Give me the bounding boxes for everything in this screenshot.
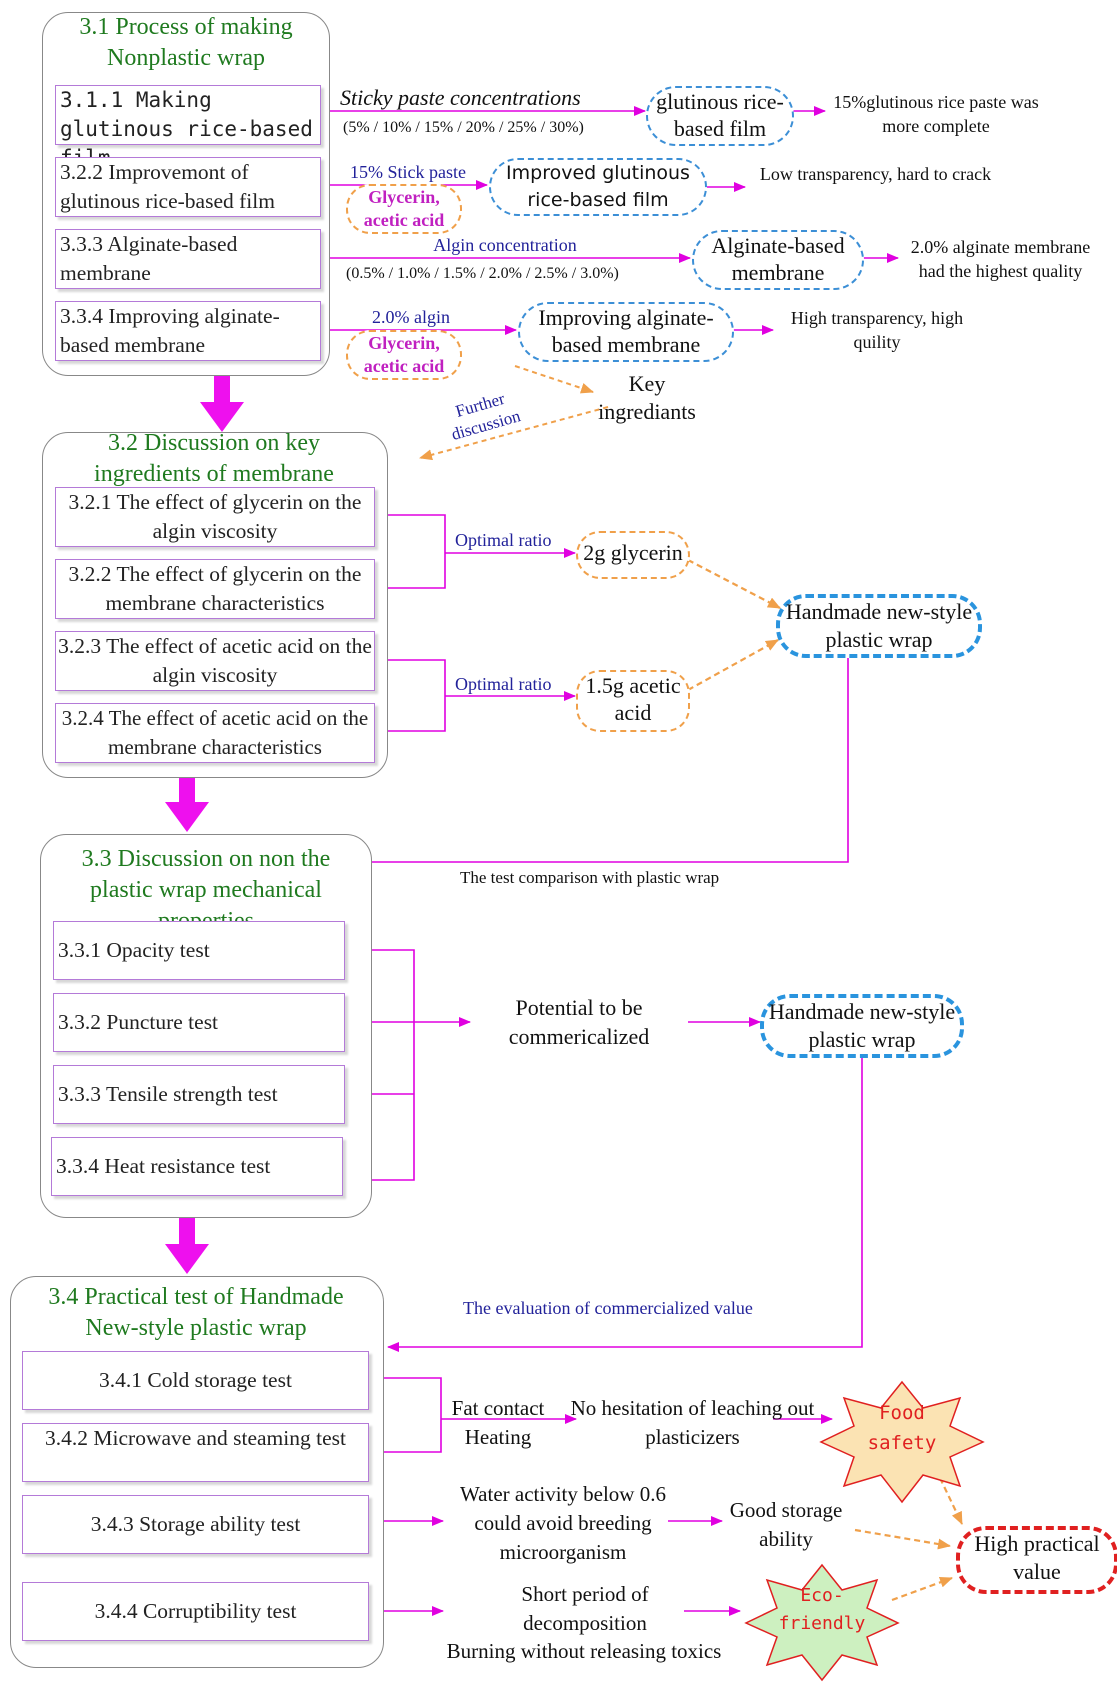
flow2-brackets	[346, 514, 849, 867]
potential-text: Potential to be commericalized	[508, 995, 650, 1049]
section-3-2-title: 3.2 Discussion on key ingredients of mem…	[94, 430, 334, 487]
handmade-wrap-node-2: Handmade new-style plastic wrap	[760, 994, 964, 1058]
row3-result: 2.0% alginate membrane had the highest q…	[910, 237, 1091, 281]
section-3-1-title: 3.1 Process of making Nonplastic wrap	[79, 14, 293, 71]
subsection-3-3-2: 3.3.2 Puncture test	[53, 993, 345, 1052]
food-safety-label: Food safety	[867, 1402, 937, 1454]
key-ingredients: Key ingrediants	[598, 371, 696, 424]
eco-friendly-star	[744, 1563, 900, 1682]
subsection-3-3-4b: 3.3.4 Heat resistance test	[51, 1137, 343, 1196]
sticky-paste-range: (5% / 10% / 15% / 20% / 25% / 30%)	[343, 119, 584, 136]
high-value-node: High practical value	[956, 1526, 1117, 1594]
flow4-arrows	[368, 1377, 833, 1616]
algin-concentration-label: Algin concentration	[433, 235, 577, 255]
subsection-3-2-4: 3.2.4 The effect of acetic acid on the m…	[55, 703, 375, 763]
improved-glutinous-node: Improved glutinous rice-based film	[489, 158, 707, 216]
subsection-3-3-3b: 3.3.3 Tensile strength test	[53, 1065, 345, 1124]
good-storage-text: Good storage ability	[729, 1498, 843, 1551]
subsection-3-3-4: 3.3.4 Improving alginate-based membrane	[55, 301, 321, 361]
short-period-text: Short period of decomposition	[521, 1582, 649, 1635]
glutinous-film-node: glutinous rice-based film	[646, 86, 794, 146]
subsection-3-2-1: 3.2.1 The effect of glycerin on the algi…	[55, 487, 375, 547]
section-arrow-2	[165, 776, 209, 832]
additive-1: Glycerin, acetic acid	[346, 184, 462, 234]
flow1-orange-arrows	[419, 365, 609, 461]
comparison-label: The test comparison with plastic wrap	[460, 868, 720, 887]
heating-text: Heating	[464, 1425, 532, 1449]
subsection-3-4-1: 3.4.1 Cold storage test	[22, 1351, 369, 1410]
optimal-ratio-1: Optimal ratio	[455, 530, 552, 550]
additive-2: Glycerin, acetic acid	[346, 330, 462, 380]
subsection-3-3-1: 3.3.1 Opacity test	[53, 921, 345, 980]
section-arrow-1	[200, 374, 244, 432]
no-hesitation-text: No hesitation of leaching out plasticize…	[570, 1396, 815, 1449]
subsection-3-2-2b: 3.2.2 The effect of glycerin on the memb…	[55, 559, 375, 619]
subsection-3-3-3: 3.3.3 Alginate-based membrane	[55, 229, 321, 289]
optimal-ratio-2: Optimal ratio	[455, 674, 552, 694]
subsection-3-4-4: 3.4.4 Corruptibility test	[22, 1582, 369, 1641]
water-activity-text: Water activity below 0.6 could avoid bre…	[460, 1482, 666, 1564]
row2-result: Low transparency, hard to crack	[759, 164, 992, 184]
acetic-node: 1.5g acetic acid	[576, 670, 690, 732]
subsection-3-4-3: 3.4.3 Storage ability test	[22, 1495, 369, 1554]
subsection-3-2-3: 3.2.3 The effect of acetic acid on the a…	[55, 631, 375, 691]
burning-text: Burning without releasing toxics	[446, 1639, 722, 1663]
glycerin-node: 2g glycerin	[576, 531, 690, 579]
section-arrow-3	[165, 1218, 209, 1274]
eco-friendly-label: Eco-friendly	[778, 1585, 866, 1634]
algin-range: (0.5% / 1.0% / 1.5% / 2.0% / 2.5% / 3.0%…	[346, 265, 619, 282]
evaluation-label: The evaluation of commercialized value	[463, 1298, 753, 1318]
row4-result: High transparency, high quility	[790, 308, 964, 352]
subsection-3-4-2: 3.4.2 Microwave and steaming test	[22, 1423, 369, 1482]
section-3-3-title: 3.3 Discussion on non the plastic wrap m…	[81, 846, 331, 921]
sticky-paste-label: Sticky paste concentrations	[340, 85, 581, 110]
alginate-node: Alginate-based membrane	[692, 230, 864, 290]
subsection-3-1-1: 3.1.1 Making glutinous rice-based film	[55, 85, 321, 170]
fat-contact-text: Fat contact	[451, 1396, 545, 1420]
improving-alginate-node: Improving alginate-based membrane	[518, 302, 734, 362]
algin-2-label: 2.0% algin	[372, 307, 450, 327]
flow1-arrows	[317, 106, 899, 335]
stick-paste-label: 15% Stick paste	[350, 162, 466, 182]
handmade-wrap-node-1: Handmade new-style plastic wrap	[776, 594, 982, 658]
flow4-orange-arrows	[854, 1477, 963, 1602]
row1-result: 15%glutinous rice paste was more complet…	[833, 92, 1039, 136]
subsection-3-2-2: 3.2.2 Improvemont of glutinous rice-base…	[55, 157, 321, 217]
flow2-orange-arrows	[687, 559, 781, 691]
food-safety-star	[819, 1380, 985, 1504]
section-3-4-title: 3.4 Practical test of Handmade New-style…	[48, 1284, 344, 1341]
